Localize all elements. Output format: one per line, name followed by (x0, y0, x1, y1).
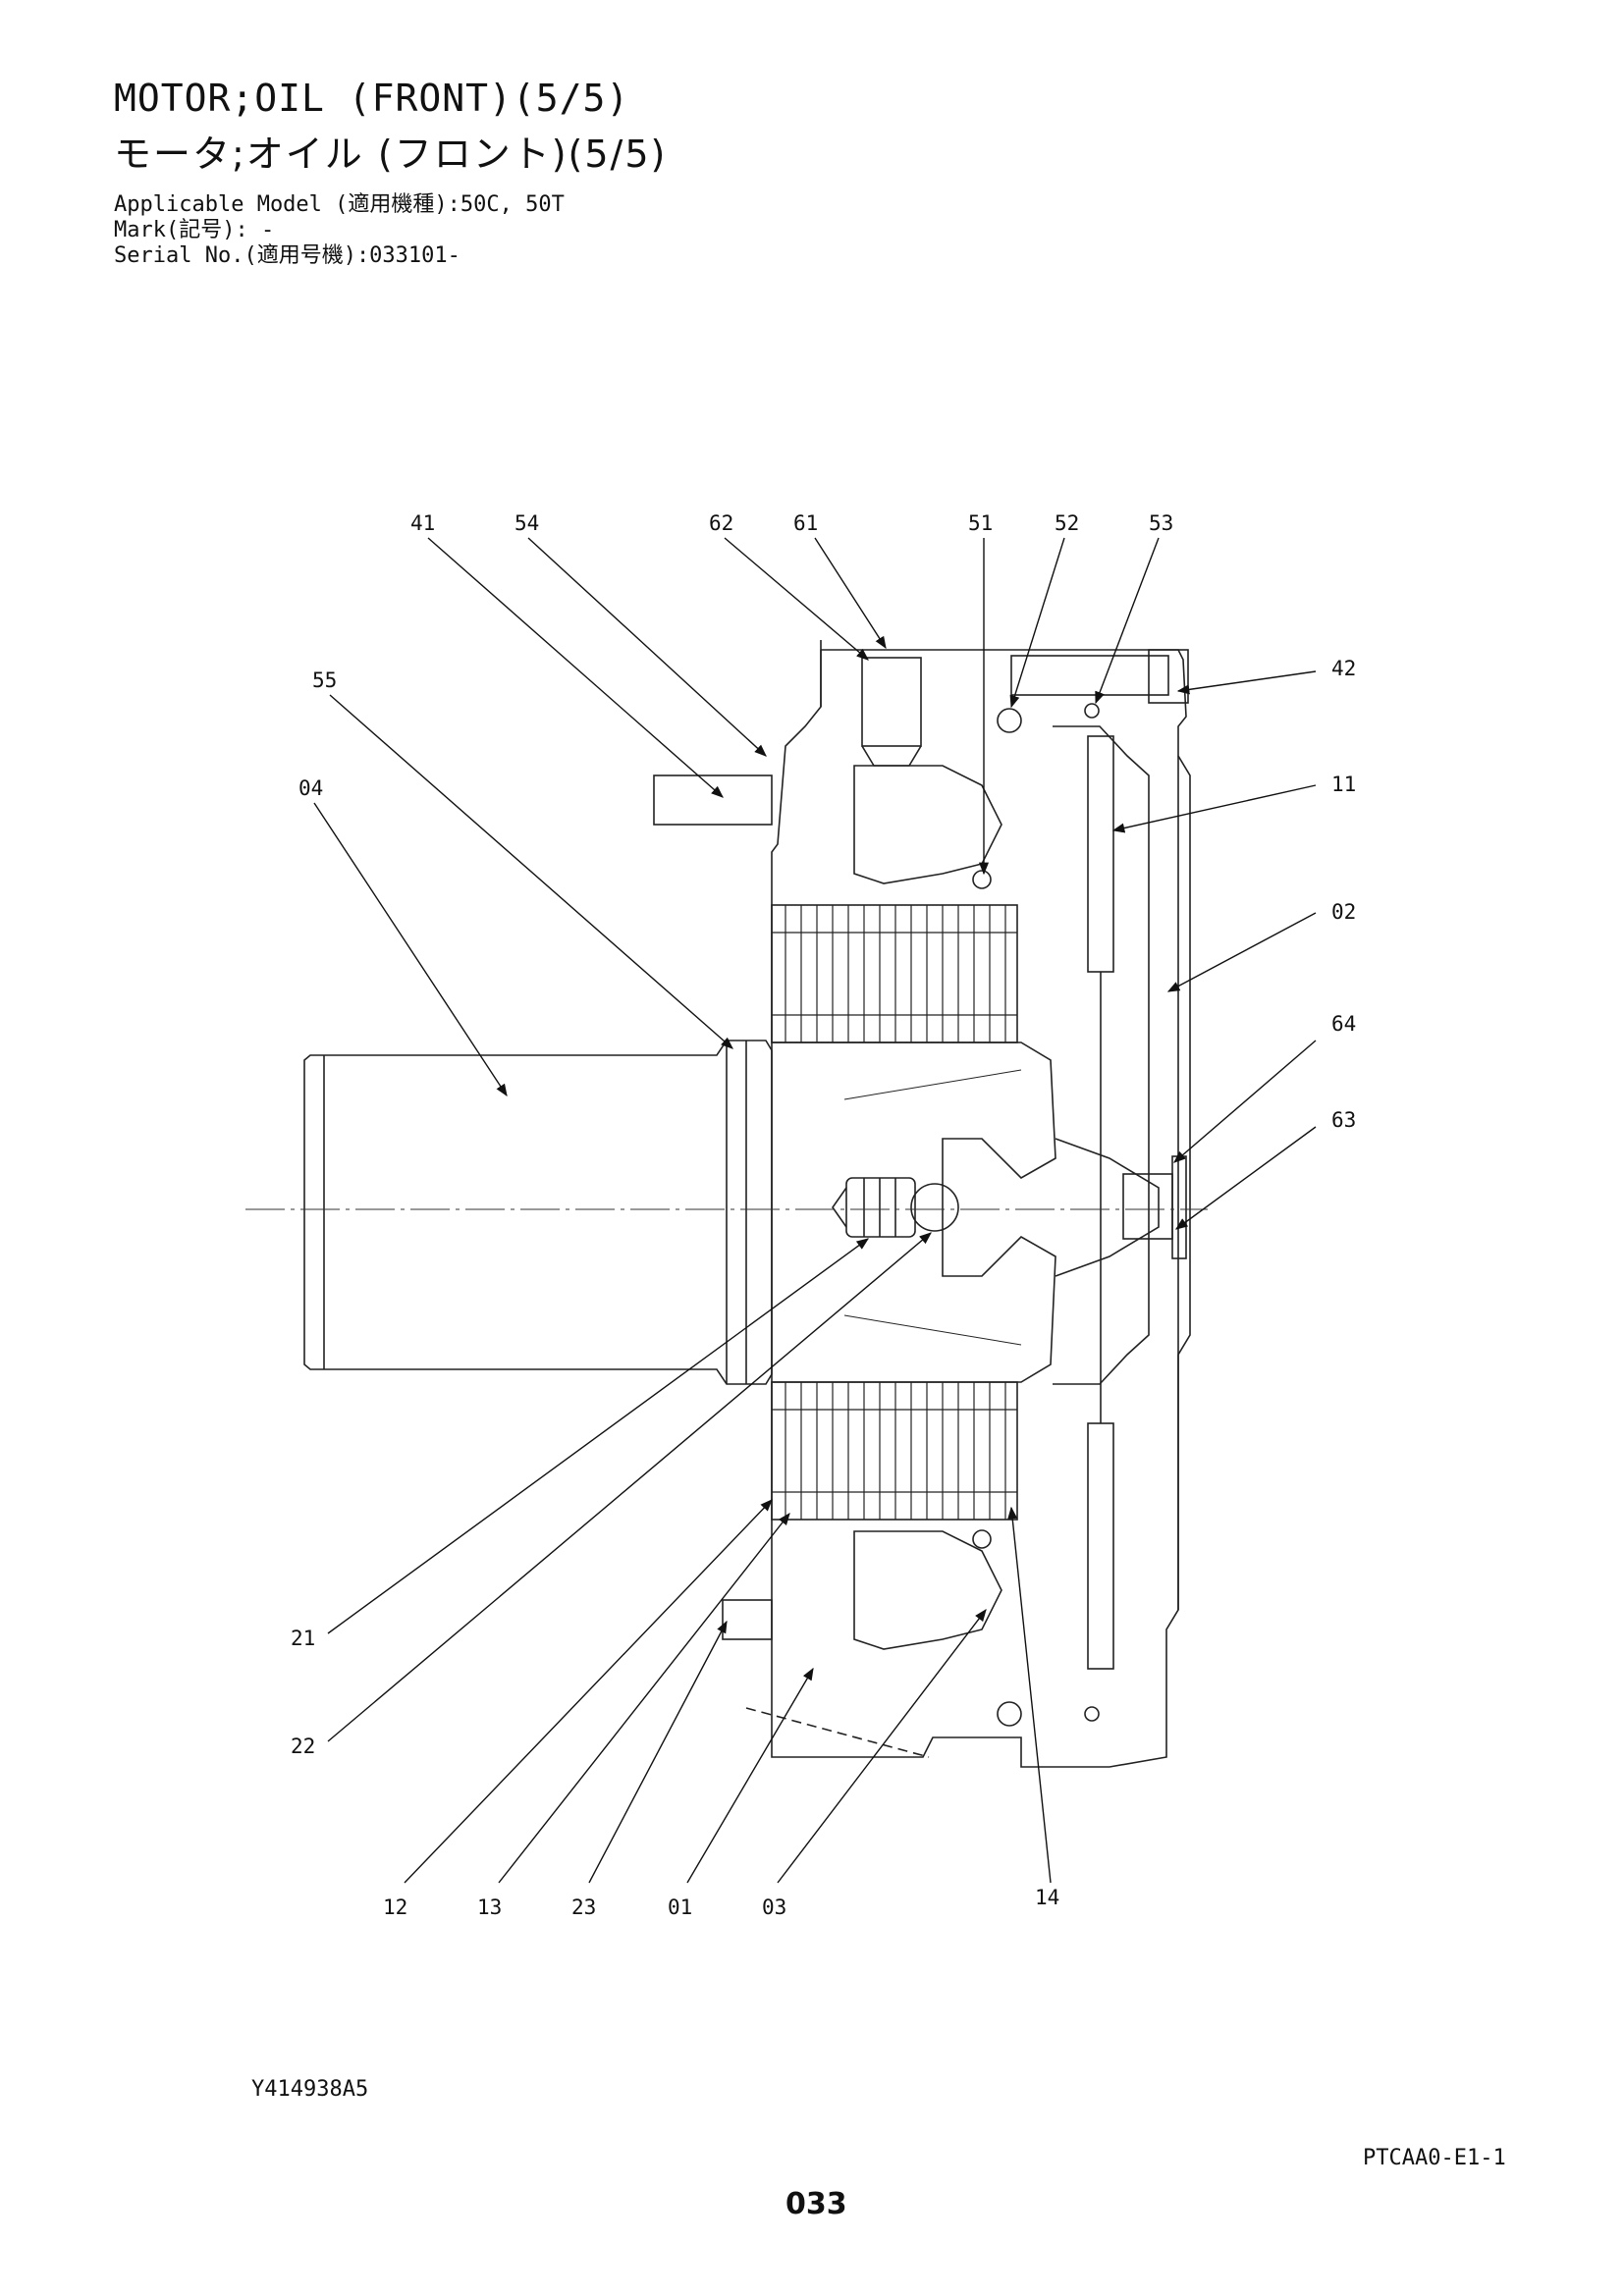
part-label-52: 52 (1055, 511, 1079, 535)
leader-lines (313, 537, 1317, 1884)
part-label-04: 04 (298, 776, 323, 800)
part-label-62: 62 (709, 511, 733, 535)
part-label-21: 21 (291, 1627, 315, 1650)
part-labels: 41 54 62 61 51 52 53 55 42 04 11 02 64 6… (291, 511, 1356, 1919)
document-code: PTCAA0-E1-1 (1363, 2146, 1506, 2170)
page-title-en: MOTOR;OIL (FRONT)(5/5) (114, 77, 630, 120)
part-label-02: 02 (1331, 900, 1356, 924)
part-label-22: 22 (291, 1735, 315, 1758)
page-number: 033 (785, 2187, 847, 2221)
part-label-03: 03 (762, 1896, 786, 1919)
applicable-model: Applicable Model (適用機種):50C, 50T (114, 192, 565, 217)
part-label-51: 51 (968, 511, 993, 535)
part-label-53: 53 (1149, 511, 1173, 535)
part-label-54: 54 (514, 511, 539, 535)
part-label-63: 63 (1331, 1108, 1356, 1132)
part-label-64: 64 (1331, 1012, 1356, 1036)
part-label-14: 14 (1035, 1886, 1059, 1909)
part-label-13: 13 (477, 1896, 502, 1919)
part-label-23: 23 (571, 1896, 596, 1919)
mark-field: Mark(記号): - (114, 218, 275, 242)
part-label-12: 12 (383, 1896, 407, 1919)
serial-number: Serial No.(適用号機):033101- (114, 243, 460, 268)
part-label-11: 11 (1331, 773, 1356, 796)
part-label-55: 55 (312, 668, 337, 692)
motor-assembly-drawing (303, 640, 1191, 1768)
part-label-01: 01 (668, 1896, 692, 1919)
part-label-42: 42 (1331, 657, 1356, 680)
part-label-61: 61 (793, 511, 818, 535)
page-title-jp: モータ;オイル (フロント)(5/5) (114, 133, 668, 176)
drawing-number: Y414938A5 (251, 2077, 369, 2102)
part-label-41: 41 (410, 511, 435, 535)
